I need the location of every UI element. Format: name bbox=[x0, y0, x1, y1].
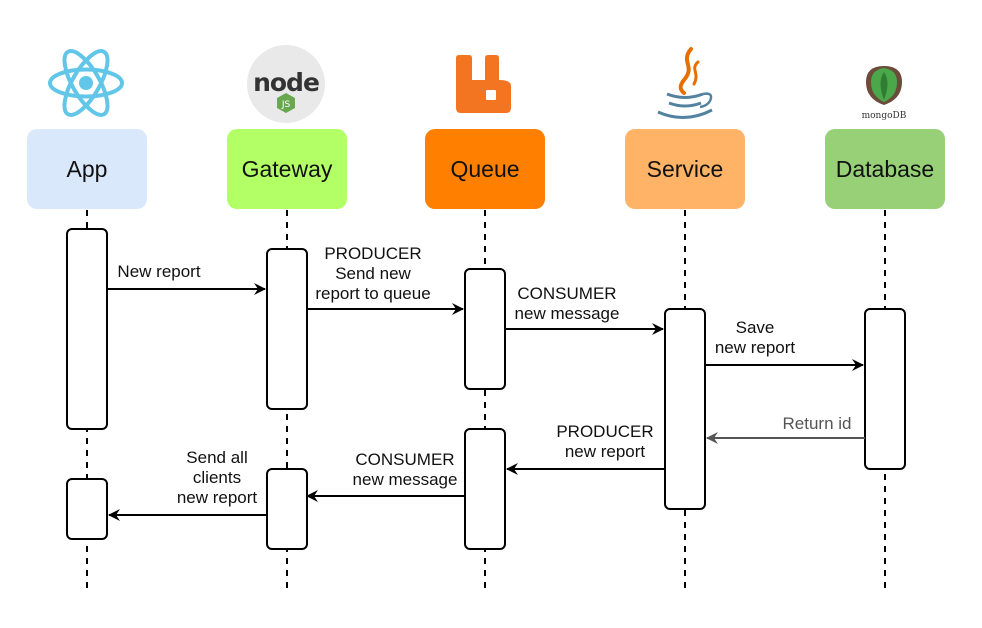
rabbitmq-icon bbox=[456, 55, 511, 113]
message-label-send-all-clients: Send all clients new report bbox=[167, 448, 267, 508]
nodejs-icon: node JS bbox=[247, 45, 325, 123]
actor-app: App bbox=[27, 129, 147, 209]
activations bbox=[66, 228, 906, 550]
actor-label: Queue bbox=[450, 155, 520, 182]
message-line: new report bbox=[176, 488, 258, 507]
message-line: new report bbox=[714, 338, 796, 357]
message-line: PRODUCER bbox=[324, 244, 422, 263]
message-line: new message bbox=[352, 470, 458, 489]
activation-database bbox=[864, 308, 906, 470]
message-label-return-id: Return id bbox=[770, 414, 864, 434]
message-label-consumer-report: CONSUMER new message bbox=[343, 450, 467, 490]
activation-queue-1 bbox=[464, 268, 506, 390]
message-line: New report bbox=[117, 262, 201, 281]
actor-queue: Queue bbox=[425, 129, 545, 209]
message-line: Save bbox=[735, 318, 775, 337]
java-icon bbox=[657, 47, 713, 119]
actor-database: Database bbox=[825, 129, 945, 209]
message-arrows bbox=[107, 283, 865, 521]
message-line: clients bbox=[192, 468, 242, 487]
actor-label: Gateway bbox=[241, 155, 333, 182]
activation-app-2 bbox=[66, 478, 108, 540]
mongodb-icon: mongoDB bbox=[862, 66, 907, 121]
actor-label: Service bbox=[646, 155, 724, 182]
message-line: CONSUMER bbox=[355, 450, 455, 469]
activation-queue-2 bbox=[464, 428, 506, 550]
message-label-new-report: New report bbox=[107, 262, 211, 282]
message-line: Send all bbox=[186, 448, 248, 467]
activation-gateway-2 bbox=[266, 468, 308, 550]
message-line: CONSUMER bbox=[517, 284, 617, 303]
activation-service bbox=[664, 308, 706, 510]
mongodb-logo-text: mongoDB bbox=[862, 111, 907, 121]
actor-gateway: Gateway bbox=[227, 129, 347, 209]
actor-label: App bbox=[66, 155, 108, 182]
message-label-producer-report: PRODUCER new report bbox=[545, 422, 665, 462]
actor-label: Database bbox=[835, 155, 935, 182]
node-logo-text: node bbox=[253, 68, 319, 97]
activation-app-1 bbox=[66, 228, 108, 430]
message-line: PRODUCER bbox=[556, 422, 654, 441]
message-line: Send new bbox=[335, 264, 411, 283]
node-js-badge: JS bbox=[281, 100, 291, 110]
message-label-producer-send: PRODUCER Send new report to queue bbox=[307, 244, 439, 304]
message-label-save-report: Save new report bbox=[705, 318, 805, 358]
activation-gateway-1 bbox=[266, 248, 308, 410]
actor-service: Service bbox=[625, 129, 745, 209]
message-line: Return id bbox=[782, 414, 852, 433]
message-line: new message bbox=[514, 304, 620, 323]
react-icon bbox=[48, 49, 124, 117]
message-line: new report bbox=[564, 442, 646, 461]
message-label-consumer-new-message: CONSUMER new message bbox=[505, 284, 629, 324]
message-line: report to queue bbox=[315, 284, 431, 303]
